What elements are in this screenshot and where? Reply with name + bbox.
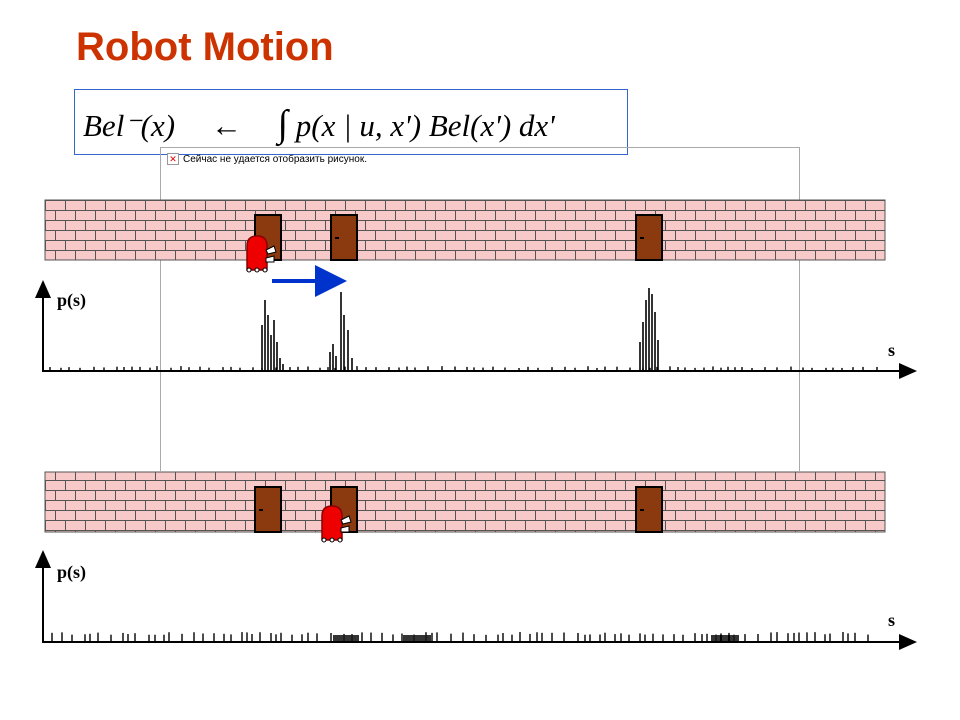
plot-top-axes [35,280,917,379]
formula-arrow: ← [210,108,242,143]
slide-title: Robot Motion [76,25,334,69]
wall-bottom [44,471,886,533]
broken-image-notice: ✕ Сейчас не удается отобразить рисунок. [167,153,367,165]
robot-top [246,235,277,273]
plot-top-ylabel: p(s) [57,290,86,311]
belief-bars-bottom [51,632,869,641]
formula-integral: ∫ [277,103,288,145]
door-2 [330,214,358,261]
wall-top [44,199,886,261]
robot-bottom [321,505,352,543]
image-placeholder-frame [160,147,800,471]
plot-top-xlabel: s [888,340,895,360]
formula-box: Bel⁻(x) ← ∫ p(x | u, x') Bel(x') dx' [74,89,628,155]
broken-image-icon: ✕ [167,153,179,165]
formula-lhs: Bel⁻(x) [83,108,176,143]
broken-image-text: Сейчас не удается отобразить рисунок. [183,153,367,165]
plot-bottom-xlabel: s [888,610,895,630]
formula-rhs: p(x | u, x') Bel(x') dx' [295,108,555,143]
door-3 [635,214,663,261]
door-3 [635,486,663,533]
motion-update-formula: Bel⁻(x) ← ∫ p(x | u, x') Bel(x') dx' [83,102,555,146]
plot-bottom-ylabel: p(s) [57,562,86,583]
door-1 [254,486,282,533]
plot-bottom-axes [35,550,917,650]
belief-bars-top [49,288,878,370]
